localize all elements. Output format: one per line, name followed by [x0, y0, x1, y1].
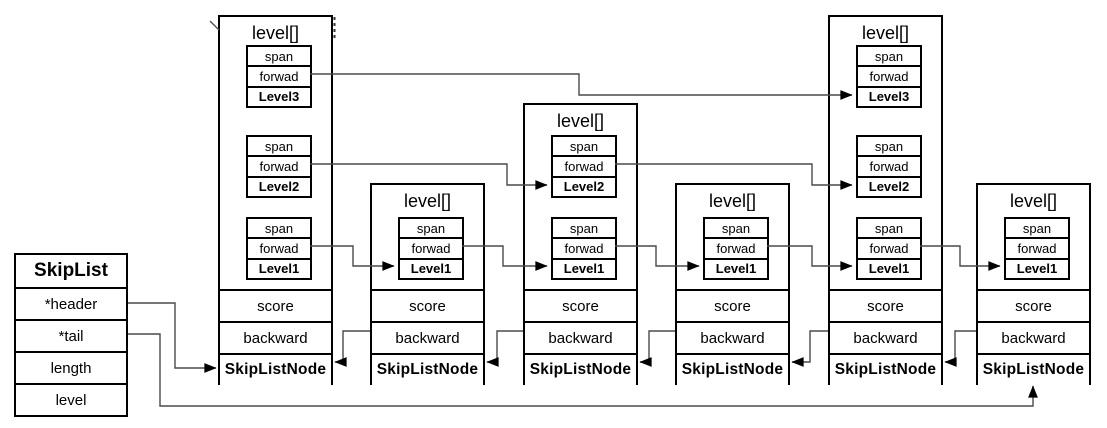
skiplistnode-label: SkipListNode	[978, 353, 1089, 385]
forwad-cell: forwad	[400, 237, 462, 257]
span-cell: span	[264, 48, 294, 64]
level-label: Level3	[858, 85, 920, 106]
span-cell: span	[1022, 220, 1052, 236]
level-label: Level1	[400, 257, 462, 278]
forwad-cell: forwad	[248, 237, 310, 257]
span-cell: span	[264, 220, 294, 236]
skiplistnode-label: SkipListNode	[677, 353, 788, 385]
node-title-level-array: level[]	[708, 190, 757, 211]
level-label: Level2	[858, 175, 920, 196]
score-row: score	[830, 289, 941, 321]
arrow-header-to-node1	[128, 302, 217, 373]
backward-row: backward	[372, 321, 483, 353]
forwad-cell: forwad	[858, 65, 920, 85]
skiplistnode-label: SkipListNode	[525, 353, 636, 385]
backward-row: backward	[525, 321, 636, 353]
skiplistnode-label: SkipListNode	[830, 353, 941, 385]
arrow-node1-l2-forwad	[310, 163, 548, 190]
arrow-node5-backward	[791, 330, 828, 367]
arrow-node3-backward	[486, 330, 523, 367]
span-cell: span	[569, 138, 599, 154]
skiplist-title: SkipList	[16, 255, 126, 289]
node-title-level-array: level[]	[1009, 190, 1058, 211]
span-cell: span	[721, 220, 751, 236]
score-row: score	[978, 289, 1089, 321]
span-cell: span	[416, 220, 446, 236]
node-title-level-array: level[]	[403, 190, 452, 211]
skiplist-field-tail: *tail	[16, 321, 126, 353]
score-row: score	[525, 289, 636, 321]
arrow-node3-l2-forwad	[615, 163, 853, 190]
forwad-cell: forwad	[1006, 237, 1068, 257]
skiplist-field-level: level	[55, 391, 87, 409]
span-cell: span	[874, 138, 904, 154]
level-label: Level3	[248, 85, 310, 106]
backward-row: backward	[677, 321, 788, 353]
forwad-cell: forwad	[705, 237, 767, 257]
level-label: Level1	[248, 257, 310, 278]
score-row: score	[677, 289, 788, 321]
skiplist-field-length: length	[16, 353, 126, 385]
forwad-cell: forwad	[858, 155, 920, 175]
skiplistnode-label: SkipListNode	[220, 353, 331, 385]
node-title-level-array: level[]	[556, 110, 605, 131]
backward-row: backward	[830, 321, 941, 353]
level-label: Level2	[248, 175, 310, 196]
arrow-node4-backward	[639, 330, 675, 367]
skiplistnode-label: SkipListNode	[372, 353, 483, 385]
forwad-cell: forwad	[858, 237, 920, 257]
arrow-node2-backward	[334, 330, 370, 367]
forwad-cell: forwad	[248, 65, 310, 85]
forwad-cell: forwad	[553, 155, 615, 175]
arrow-node6-backward	[944, 330, 976, 367]
skiplist-struct: SkipList *header *tail length level	[14, 253, 128, 417]
level-label: Level1	[553, 257, 615, 278]
score-row: score	[220, 289, 331, 321]
node-title-level-array: level[]	[861, 22, 910, 43]
level-label: Level1	[858, 257, 920, 278]
backward-row: backward	[220, 321, 331, 353]
level-label: Level1	[1006, 257, 1068, 278]
level-label: Level2	[553, 175, 615, 196]
span-cell: span	[569, 220, 599, 236]
span-cell: span	[874, 220, 904, 236]
level-label: Level1	[705, 257, 767, 278]
backward-row: backward	[978, 321, 1089, 353]
span-cell: span	[264, 138, 294, 154]
forwad-cell: forwad	[248, 155, 310, 175]
node-title-level-array: level[]	[251, 22, 300, 43]
arrow-node1-l3-forwad	[310, 73, 853, 100]
skiplist-field-header: *header	[16, 289, 126, 321]
forwad-cell: forwad	[553, 237, 615, 257]
span-cell: span	[874, 48, 904, 64]
score-row: score	[372, 289, 483, 321]
